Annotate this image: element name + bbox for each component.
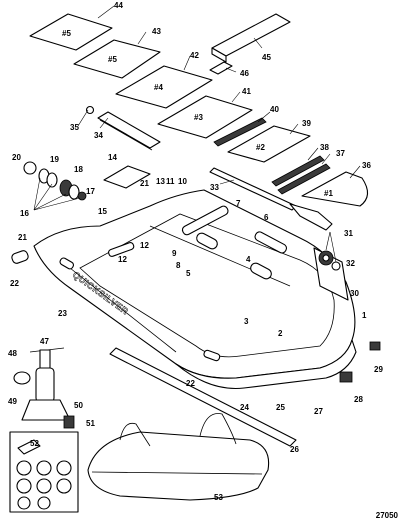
callout-40: 40 (270, 105, 279, 114)
callout-10: 10 (178, 177, 187, 186)
floor-panel-43: #5 (73, 39, 161, 79)
adapter-50 (63, 415, 75, 429)
callout-14: 14 (108, 153, 117, 162)
callout-20: 20 (12, 153, 21, 162)
figure-number: 27050 (375, 511, 398, 520)
floor-panel-44: #5 (29, 13, 113, 51)
panel-label-42: #4 (154, 83, 163, 92)
floor-panel-36: #1 (301, 171, 369, 207)
floor-panel-42: #4 (115, 65, 213, 109)
callout-8: 8 (176, 261, 181, 270)
callout-39: 39 (302, 119, 311, 128)
callout-33: 33 (210, 183, 219, 192)
callout-47: 47 (40, 337, 49, 346)
callout-35: 35 (70, 123, 79, 132)
callout-52: 52 (30, 439, 39, 448)
callout-32: 32 (346, 259, 355, 268)
callout-26: 26 (290, 445, 299, 454)
oar-33 (209, 167, 333, 231)
callout-31: 31 (344, 229, 353, 238)
callout-44: 44 (114, 1, 123, 10)
callout-53: 53 (214, 493, 223, 502)
callout-48: 48 (8, 349, 17, 358)
callout-43: 43 (152, 27, 161, 36)
stringer-38 (271, 155, 325, 187)
callout-12-lower: 12 (118, 255, 127, 264)
callout-21-lower: 21 (18, 233, 27, 242)
valve-31 (318, 250, 334, 266)
callout-30: 30 (350, 289, 359, 298)
panel-label-43: #5 (108, 55, 117, 64)
callout-41: 41 (242, 87, 251, 96)
callout-4: 4 (246, 255, 251, 264)
clip-46 (209, 61, 233, 75)
callout-46: 46 (240, 69, 249, 78)
callout-numbers: 44 43 42 41 45 46 40 39 38 37 36 33 34 3… (8, 1, 383, 502)
leader-lines (33, 5, 361, 263)
rub-strip-26 (109, 347, 297, 447)
callout-22-right: 22 (186, 379, 195, 388)
callout-22-left: 22 (10, 279, 19, 288)
callout-9: 9 (172, 249, 177, 258)
callout-50: 50 (74, 401, 83, 410)
callout-29: 29 (374, 365, 383, 374)
panel-label-41: #3 (194, 113, 203, 122)
callout-49: 49 (8, 397, 17, 406)
cover-14 (103, 165, 151, 189)
repair-kit (9, 431, 79, 513)
seat-34 (97, 111, 161, 151)
callout-36: 36 (362, 161, 371, 170)
fitting-28 (339, 371, 353, 383)
callout-27: 27 (314, 407, 323, 416)
callout-42: 42 (190, 51, 199, 60)
valve-cap-32 (331, 261, 341, 271)
callout-2: 2 (278, 329, 283, 338)
fitting-29 (369, 341, 381, 351)
callout-25: 25 (276, 403, 285, 412)
stringer-40 (213, 117, 267, 147)
panel-label-36: #1 (324, 189, 333, 198)
callout-3: 3 (244, 317, 249, 326)
panel-label-39: #2 (256, 143, 265, 152)
floor-panel-39: #2 (227, 125, 311, 163)
foot-pump (13, 347, 71, 421)
callout-45: 45 (262, 53, 271, 62)
callout-34: 34 (94, 131, 103, 140)
panel-label-44: #5 (62, 29, 71, 38)
callout-18: 18 (74, 165, 83, 174)
roller-22-left (11, 250, 29, 264)
callout-12-upper: 12 (140, 241, 149, 250)
callout-23: 23 (58, 309, 67, 318)
oar-lock-12 (108, 242, 135, 257)
callout-38: 38 (320, 143, 329, 152)
storage-bag (87, 413, 270, 501)
callout-5: 5 (186, 269, 191, 278)
callout-37: 37 (336, 149, 345, 158)
callout-11: 11 (166, 177, 175, 186)
callout-16: 16 (20, 209, 29, 218)
callout-6: 6 (264, 213, 269, 222)
callout-28: 28 (354, 395, 363, 404)
tube-strip-6 (254, 231, 288, 254)
callout-21-upper: 21 (140, 179, 149, 188)
callout-15: 15 (98, 207, 107, 216)
tube-strip-7 (181, 205, 229, 236)
callout-13: 13 (156, 177, 165, 186)
callout-1: 1 (362, 311, 367, 320)
callout-24: 24 (240, 403, 249, 412)
callout-19: 19 (50, 155, 59, 164)
floor-panel-41: #3 (157, 95, 253, 139)
stringer-37 (277, 163, 331, 195)
callout-51: 51 (86, 419, 95, 428)
callout-17: 17 (86, 187, 95, 196)
callout-7: 7 (236, 199, 241, 208)
clip-35 (85, 105, 95, 115)
rail-45 (211, 13, 291, 63)
